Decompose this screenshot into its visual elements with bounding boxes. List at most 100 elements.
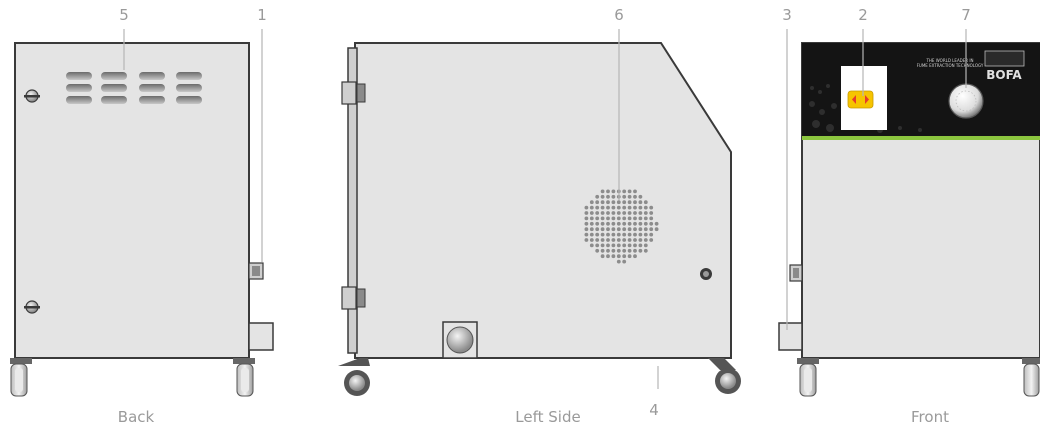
- grille-hole: [611, 238, 616, 242]
- callout-3: 3: [782, 6, 792, 24]
- exhaust-outlet: [778, 322, 803, 351]
- grille-hole: [595, 205, 600, 210]
- grille-hole: [600, 205, 605, 210]
- grille-hole: [627, 254, 632, 259]
- grille-hole: [584, 238, 589, 242]
- grille-hole: [622, 259, 627, 264]
- grille-hole: [622, 254, 627, 259]
- grille-hole: [595, 211, 600, 215]
- grille-hole: [633, 248, 637, 253]
- grille-hole: [611, 205, 616, 210]
- grille-hole: [638, 194, 643, 199]
- grille-hole: [606, 248, 610, 253]
- vent-slot: [139, 72, 165, 80]
- grille-hole: [633, 194, 637, 199]
- grille-hole: [638, 232, 643, 237]
- grille-hole: [600, 232, 605, 237]
- grille-hole: [616, 259, 621, 264]
- grille-hole: [622, 243, 627, 248]
- grille-hole: [589, 227, 594, 232]
- grille-hole: [622, 216, 627, 221]
- grille-hole: [649, 232, 654, 237]
- grille-hole: [606, 221, 610, 226]
- callout-4: 4: [649, 401, 659, 419]
- grille-hole: [638, 216, 643, 221]
- caster-wheel-icon: [338, 358, 370, 396]
- left-side-view: [338, 42, 741, 396]
- back-cabinet: [14, 42, 250, 359]
- filter-access-port: [442, 321, 478, 359]
- grille-hole: [622, 232, 627, 237]
- grille-hole: [627, 200, 632, 205]
- grille-hole: [643, 248, 648, 253]
- grille-hole: [611, 254, 616, 259]
- brand-logo: BOFA: [984, 50, 1025, 82]
- grille-hole: [584, 232, 589, 237]
- vent-slot: [101, 72, 127, 80]
- grille-hole: [600, 248, 605, 253]
- grille-hole: [649, 205, 654, 210]
- grille-hole: [595, 232, 600, 237]
- grille-hole: [616, 216, 621, 221]
- grille-hole: [611, 248, 616, 253]
- vent-slot: [176, 84, 202, 92]
- grille-hole: [633, 227, 637, 232]
- door-edge: [347, 47, 358, 354]
- grille-hole: [595, 248, 600, 253]
- grille-hole: [622, 227, 627, 232]
- latch-icon: [24, 300, 40, 314]
- caster-wheel-icon: [10, 358, 32, 397]
- grille-hole: [600, 211, 605, 215]
- grille-hole: [611, 189, 616, 194]
- grille-hole: [584, 205, 589, 210]
- grille-hole: [638, 205, 643, 210]
- vent-slot: [66, 96, 92, 104]
- grille-hole: [600, 194, 605, 199]
- grille-hole: [616, 248, 621, 253]
- control-knob-icon[interactable]: [948, 83, 984, 119]
- grille-hole: [627, 189, 632, 194]
- grille-hole: [649, 238, 654, 242]
- grille-hole: [633, 189, 637, 194]
- grille-hole: [643, 216, 648, 221]
- grille-hole: [611, 211, 616, 215]
- callout-5: 5: [119, 6, 129, 24]
- grille-hole: [611, 221, 616, 226]
- grille-hole: [589, 243, 594, 248]
- grille-hole: [638, 211, 643, 215]
- grille-hole: [633, 216, 637, 221]
- grille-hole: [600, 238, 605, 242]
- grille-hole: [606, 189, 610, 194]
- grille-hole: [595, 216, 600, 221]
- callout-2: 2: [858, 6, 868, 24]
- grille-hole: [600, 254, 605, 259]
- grille-hole: [584, 227, 589, 232]
- grille-hole: [606, 254, 610, 259]
- grille-hole: [627, 194, 632, 199]
- grille-hole: [633, 238, 637, 242]
- grille-hole: [616, 221, 621, 226]
- grille-hole: [584, 216, 589, 221]
- grille-hole: [589, 221, 594, 226]
- grille-hole: [616, 243, 621, 248]
- vent-slot: [176, 96, 202, 104]
- grille-hole: [616, 238, 621, 242]
- caster-wheel-icon: [708, 358, 741, 394]
- grille-hole: [622, 221, 627, 226]
- grille-hole: [606, 194, 610, 199]
- grille-hole: [633, 232, 637, 237]
- back-view: [10, 42, 274, 397]
- grille-hole: [606, 227, 610, 232]
- callout-7: 7: [961, 6, 971, 24]
- grille-hole: [606, 238, 610, 242]
- grille-hole: [649, 221, 654, 226]
- grille-hole: [633, 211, 637, 215]
- grille-hole: [643, 227, 648, 232]
- grille-hole: [627, 227, 632, 232]
- caster-wheel-icon: [1022, 358, 1040, 397]
- grille-hole: [638, 238, 643, 242]
- grille-hole: [595, 227, 600, 232]
- vent-slot: [66, 84, 92, 92]
- grille-hole: [622, 200, 627, 205]
